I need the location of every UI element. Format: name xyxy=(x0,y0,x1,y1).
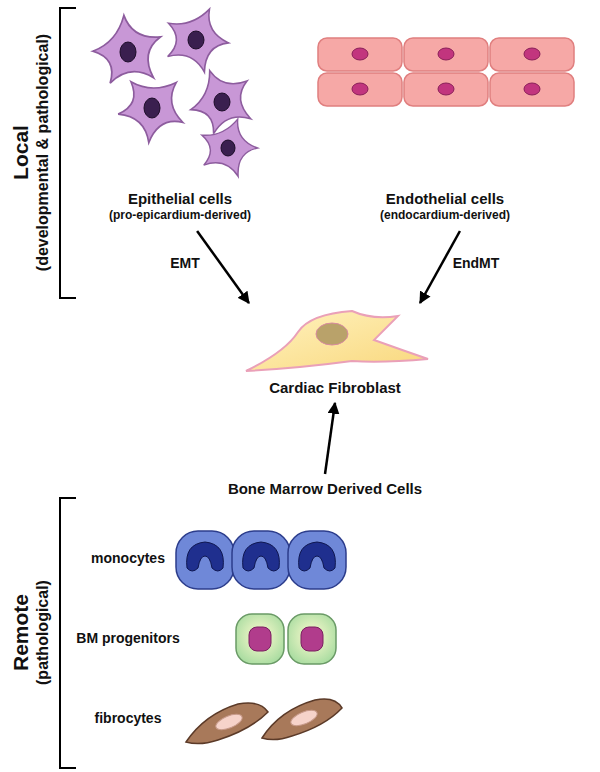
cell-group-label: Epithelial cells(pro-epicardium-derived) xyxy=(85,188,275,227)
node-title: fibrocytes xyxy=(70,710,186,727)
progenitor-cells xyxy=(236,614,336,664)
transition-arrow xyxy=(197,231,249,303)
node-title: Bone Marrow Derived Cells xyxy=(69,480,581,498)
target-cell-box: Cardiac Fibroblast xyxy=(230,305,440,401)
cell-group-label: Endothelial cells(endocardium-derived) xyxy=(330,188,560,227)
node-title: Endothelial cells xyxy=(334,190,556,208)
edge-label: EMT xyxy=(168,255,202,271)
node-title: monocytes xyxy=(70,550,186,567)
monocyte-cells xyxy=(176,531,346,589)
endothelial-cells xyxy=(318,38,574,106)
source-group-box: Bone Marrow Derived Cells monocytes BM pro… xyxy=(65,476,585,768)
node-subtitle: (pro-epicardium-derived) xyxy=(89,208,271,223)
node-subtitle: (endocardium-derived) xyxy=(334,208,556,223)
region-label: Remote xyxy=(8,498,33,768)
node-title: BM progenitors xyxy=(70,630,186,647)
cell-type-label: fibrocytes xyxy=(68,708,188,729)
transition-arrow xyxy=(325,403,335,474)
bracket xyxy=(60,8,76,768)
fibrocyte-cells xyxy=(186,699,342,744)
region-sublabel: (pathological) xyxy=(33,498,52,768)
edge-label: EndMT xyxy=(451,255,502,271)
cell-type-label: BM progenitors xyxy=(68,628,188,649)
epithelial-cells xyxy=(88,0,264,179)
cell-type-label: monocytes xyxy=(68,548,188,569)
node-title: Epithelial cells xyxy=(89,190,271,208)
fibroblast-cell xyxy=(246,311,428,371)
region-label: Local xyxy=(8,8,33,298)
node-title: Cardiac Fibroblast xyxy=(234,379,436,397)
region-sublabel: (developmental & pathological) xyxy=(33,8,52,298)
